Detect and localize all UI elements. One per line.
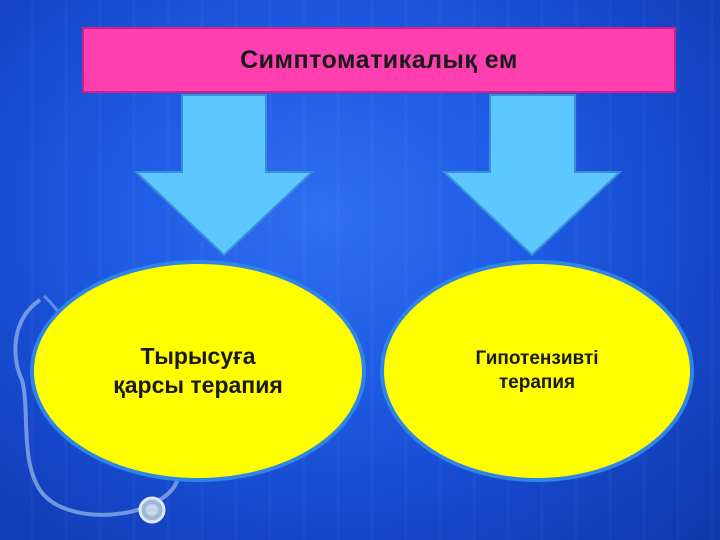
arrow-right [441,94,623,257]
node-label: Тырысуға қарсы терапия [113,342,283,401]
node-anticonvulsant-therapy: Тырысуға қарсы терапия [30,260,366,482]
node-label-line: терапия [498,372,576,393]
title-box: Симптоматикалық ем [82,27,676,93]
node-label-line: қарсы терапия [113,372,283,398]
node-label-line: Гипотензивті [475,347,599,369]
node-antihypertensive-therapy: Гипотензивті терапия [380,260,694,482]
arrow-left [133,94,315,257]
title-text: Симптоматикалық ем [240,45,518,74]
node-label-line: Тырысуға [140,342,256,369]
node-label: Гипотензивті терапия [475,347,598,396]
